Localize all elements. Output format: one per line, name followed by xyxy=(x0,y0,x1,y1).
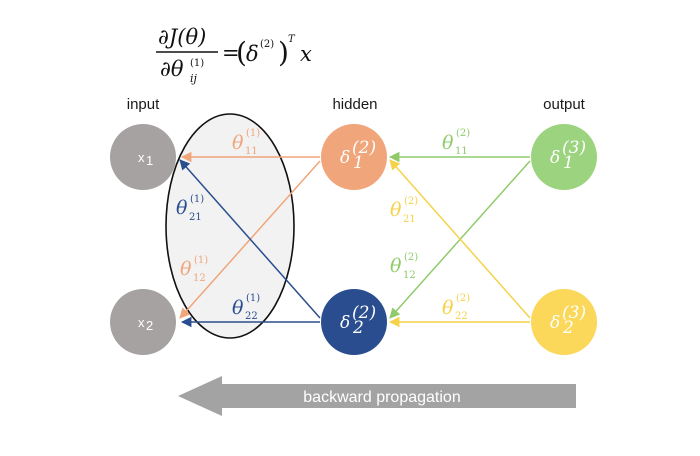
node-hidden-1: δ (2) 1 xyxy=(321,124,387,190)
formula-denominator-sup: (1) xyxy=(190,58,204,69)
svg-text:θ: θ xyxy=(442,132,454,154)
node-x2: x 2 xyxy=(110,289,176,355)
svg-text:(3): (3) xyxy=(562,138,586,158)
gradient-formula: ∂J(θ) ∂θ (1) ij = ( δ (2) ) T x xyxy=(156,25,312,85)
svg-text:(2): (2) xyxy=(456,128,470,139)
formula-delta-sup: (2) xyxy=(260,39,274,50)
svg-text:θ: θ xyxy=(390,199,402,221)
svg-text:21: 21 xyxy=(403,214,416,225)
svg-text:12: 12 xyxy=(403,270,416,281)
svg-text:δ: δ xyxy=(340,148,350,168)
svg-text:δ: δ xyxy=(550,148,560,168)
edge-o2-h1 xyxy=(389,159,531,319)
node-output-2: δ (3) 2 xyxy=(531,289,597,355)
svg-text:11: 11 xyxy=(455,146,468,157)
svg-text:θ: θ xyxy=(232,297,244,319)
formula-equals: = xyxy=(222,41,240,65)
layer-label-output: output xyxy=(543,96,586,113)
svg-text:θ: θ xyxy=(442,297,454,319)
formula-delta: δ xyxy=(246,42,259,66)
svg-text:1: 1 xyxy=(353,153,364,173)
backward-propagation-label: backward propagation xyxy=(303,389,460,406)
formula-denominator-sub: ij xyxy=(190,72,198,85)
node-output-1: δ (3) 1 xyxy=(531,124,597,190)
edge-h2-x1 xyxy=(179,159,321,319)
svg-text:(2): (2) xyxy=(456,293,470,304)
svg-text:11: 11 xyxy=(245,146,258,157)
svg-text:(2): (2) xyxy=(404,252,418,263)
formula-denominator: ∂θ xyxy=(160,57,184,81)
formula-numerator: ∂J(θ) xyxy=(158,25,206,49)
svg-text:12: 12 xyxy=(193,273,206,284)
weight-label-theta12-1: θ (1) 12 xyxy=(180,255,208,284)
formula-open-paren: ( xyxy=(236,36,247,69)
node-hidden-2: δ (2) 2 xyxy=(321,289,387,355)
weight-label-theta11-2: θ (2) 11 xyxy=(442,128,470,157)
svg-text:(2): (2) xyxy=(404,196,418,207)
svg-text:2: 2 xyxy=(352,318,364,338)
weight-label-theta21-2: θ (2) 21 xyxy=(390,196,418,225)
svg-text:x: x xyxy=(138,315,145,330)
weight-label-theta21-1: θ (1) 21 xyxy=(176,194,204,223)
svg-text:θ: θ xyxy=(390,255,402,277)
layer1-weights-highlight-ellipse xyxy=(165,113,295,339)
svg-text:2: 2 xyxy=(146,318,153,333)
svg-text:21: 21 xyxy=(189,212,202,223)
svg-text:22: 22 xyxy=(245,311,258,322)
formula-x: x xyxy=(300,42,312,66)
svg-text:(1): (1) xyxy=(190,194,204,205)
svg-text:22: 22 xyxy=(455,311,468,322)
svg-text:θ: θ xyxy=(176,197,188,219)
weight-label-theta22-1: θ (1) 22 xyxy=(232,293,260,322)
weight-label-theta12-2: θ (2) 12 xyxy=(390,252,418,281)
node-x1: x 1 xyxy=(110,124,176,190)
svg-text:(2): (2) xyxy=(352,303,376,323)
svg-text:(1): (1) xyxy=(194,255,208,266)
formula-close-paren: ) xyxy=(278,36,289,69)
backward-propagation-arrow: backward propagation xyxy=(178,376,576,416)
svg-text:1: 1 xyxy=(563,153,574,173)
svg-text:(1): (1) xyxy=(246,128,260,139)
weight-label-theta11-1: θ (1) 11 xyxy=(232,128,260,157)
svg-text:1: 1 xyxy=(146,153,153,168)
svg-text:(3): (3) xyxy=(562,303,586,323)
svg-text:(2): (2) xyxy=(352,138,376,158)
layer-label-hidden: hidden xyxy=(332,96,377,113)
svg-text:x: x xyxy=(138,150,145,165)
svg-text:(1): (1) xyxy=(246,293,260,304)
svg-text:θ: θ xyxy=(232,132,244,154)
svg-text:2: 2 xyxy=(562,318,574,338)
weight-label-theta22-2: θ (2) 22 xyxy=(442,293,470,322)
svg-text:δ: δ xyxy=(340,313,350,333)
svg-text:θ: θ xyxy=(180,258,192,280)
formula-transpose: T xyxy=(288,34,296,45)
svg-text:δ: δ xyxy=(550,313,560,333)
layer-label-input: input xyxy=(127,96,160,113)
